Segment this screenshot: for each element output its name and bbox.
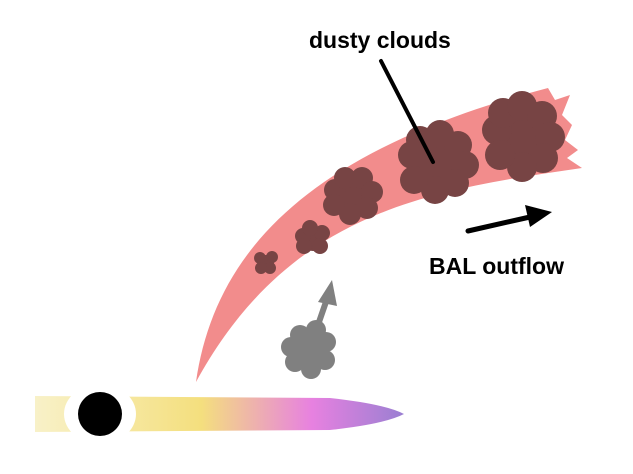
dusty-cloud-3: [323, 167, 383, 225]
dusty-clouds-label: dusty clouds: [309, 27, 451, 53]
bal-outflow-label: BAL outflow: [429, 253, 564, 279]
dusty-cloud-1: [254, 251, 278, 274]
black-hole: [78, 392, 122, 436]
outflow-arrow: [465, 205, 552, 234]
rising-arrow: [316, 280, 337, 325]
dusty-cloud-2: [295, 220, 330, 254]
label-pointer-line: [379, 59, 435, 164]
dusty-clouds: [254, 91, 565, 274]
dusty-cloud-5: [482, 91, 565, 182]
rising-cloud: [281, 320, 336, 379]
dusty-cloud-4: [398, 120, 479, 204]
bal-outflow-stream: [196, 88, 582, 382]
